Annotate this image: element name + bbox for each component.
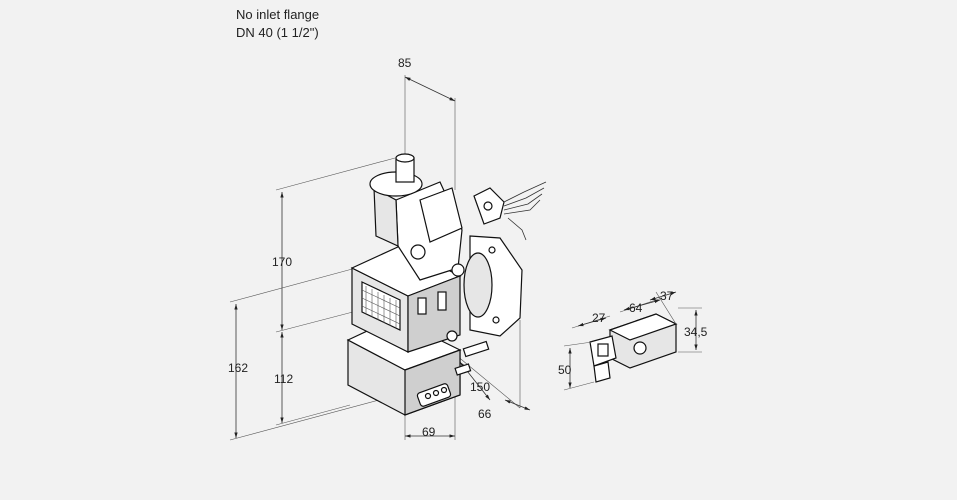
dim-50: 50 bbox=[558, 363, 572, 377]
dimension-labels: 85 170 162 112 150 66 69 27 64 37 34,5 5… bbox=[228, 56, 708, 439]
header-line-2: DN 40 (1 1/2") bbox=[236, 25, 319, 40]
dim-162: 162 bbox=[228, 361, 248, 375]
dim-112: 112 bbox=[274, 372, 293, 386]
drawing-header: No inlet flange DN 40 (1 1/2") bbox=[236, 6, 319, 42]
dim-170: 170 bbox=[272, 255, 292, 269]
header-line-1: No inlet flange bbox=[236, 7, 320, 22]
dim-150: 150 bbox=[470, 380, 490, 394]
dim-64: 64 bbox=[629, 301, 643, 315]
dimension-lines bbox=[229, 75, 531, 441]
dim-27: 27 bbox=[592, 311, 606, 325]
dim-85: 85 bbox=[398, 56, 412, 70]
dim-69: 69 bbox=[422, 425, 436, 439]
dim-34-5: 34,5 bbox=[684, 325, 708, 339]
valve-assembly bbox=[346, 153, 523, 416]
dim-37: 37 bbox=[660, 289, 674, 303]
detail-connector bbox=[563, 291, 702, 391]
cable-connector bbox=[473, 181, 547, 241]
dim-66: 66 bbox=[478, 407, 492, 421]
